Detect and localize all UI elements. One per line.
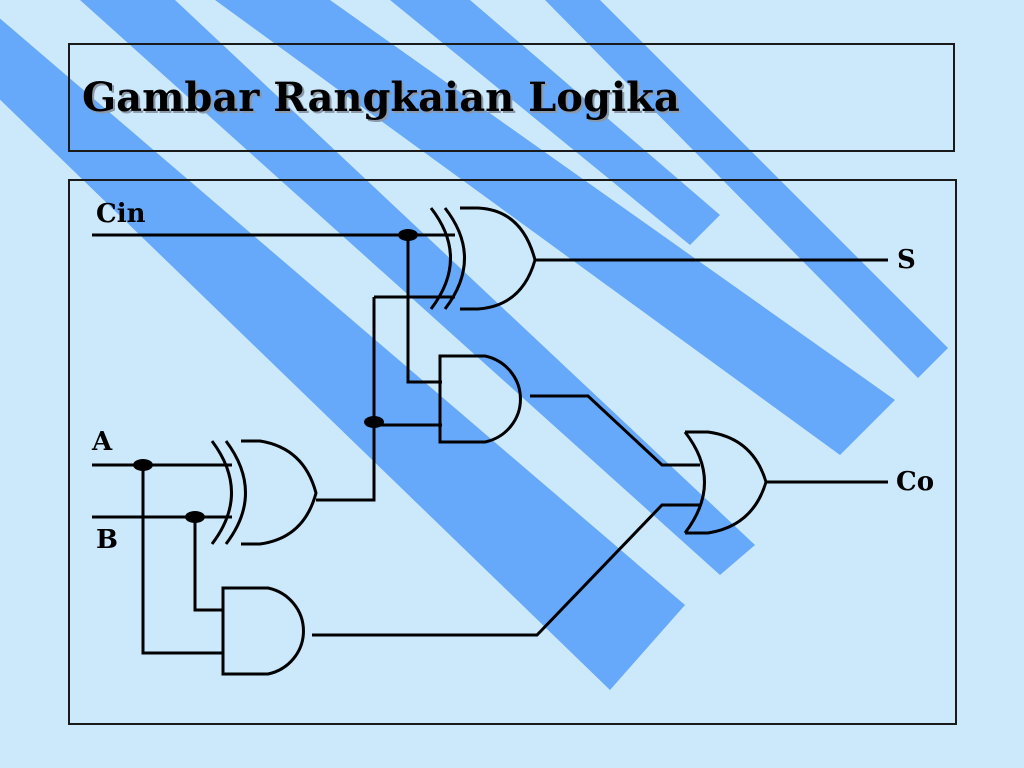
label-b: B [96,525,118,555]
and-gate-upper [438,354,522,444]
wire-and1-to-or [530,394,700,467]
junctions [133,229,418,523]
wire-xor1-out [316,297,376,502]
diagonal-stripes [0,0,948,690]
title-box: Gambar Rangkaian Logika [68,43,955,152]
wire-cin-to-and [406,235,442,384]
wires [92,233,888,655]
slide-title: Gambar Rangkaian Logika [82,74,680,121]
or-gate-carry [683,430,768,535]
xor-gate-sum [429,206,537,311]
wire-b-to-and [193,517,224,612]
label-s: S [897,245,916,275]
junction-dot [398,229,418,241]
stripe-4 [390,0,720,245]
wire-a-to-and [141,465,224,655]
label-a: A [92,427,113,457]
label-co: Co [896,467,935,497]
diagram-box [68,179,957,725]
stripe-1 [0,18,685,690]
stripe-5 [545,0,948,378]
and-gate-lower [221,586,305,676]
label-cin: Cin [96,199,146,229]
junction-dot [364,416,384,428]
junction-dot [185,511,205,523]
junction-dot [133,459,153,471]
stripe-3 [215,0,895,455]
stripe-2 [80,0,755,575]
wire-and2-to-or [312,503,700,637]
xor-gate-ab [210,439,318,546]
